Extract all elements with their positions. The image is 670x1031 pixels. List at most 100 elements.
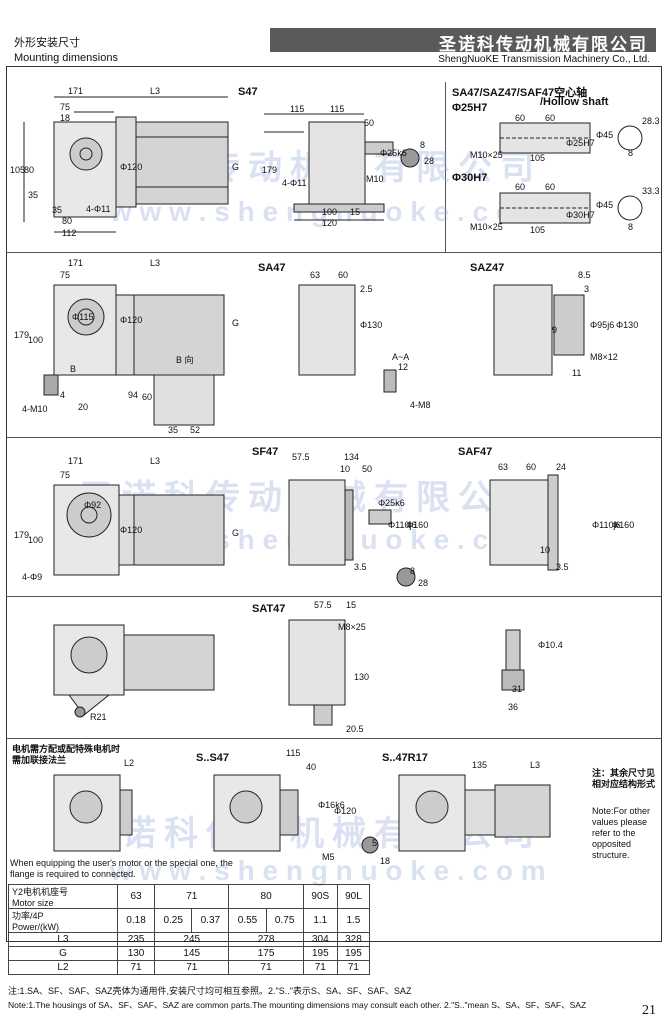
dim: 4: [60, 390, 66, 400]
dim: 10: [340, 464, 351, 474]
dim: A~A: [392, 352, 410, 362]
s-s47-title: S..S47: [196, 752, 230, 764]
dim: 75: [60, 102, 71, 112]
sf47-drawing: [53, 474, 559, 587]
dim: 60: [526, 462, 537, 472]
cell: 235: [116, 932, 156, 947]
cell: 1.1: [302, 908, 338, 933]
dim: 63: [310, 270, 321, 280]
s47-drawing: [23, 96, 420, 233]
sa47-title: SA47: [258, 262, 286, 274]
dim: 135: [472, 760, 488, 770]
dim: L3: [530, 760, 541, 770]
dim: 24: [556, 462, 567, 472]
dim: 75: [60, 270, 71, 280]
divider: [6, 437, 662, 438]
dim: 8: [420, 140, 426, 150]
dim: Φ30H7: [566, 210, 595, 220]
cell: 71: [302, 960, 338, 975]
label: 功率/4P: [12, 911, 44, 921]
label: Y2电机机座号: [12, 887, 69, 897]
dim: M8×25: [338, 622, 366, 632]
dim: 2.5: [360, 284, 373, 294]
side-note-en: Note:For other values please refer to th…: [592, 806, 651, 860]
dim: 35: [52, 205, 63, 215]
cell: 245: [154, 932, 230, 947]
cell: 0.75: [265, 908, 304, 933]
dim: 171: [68, 86, 84, 96]
dim: 3.5: [556, 562, 569, 572]
dim: Φ25k6: [378, 498, 405, 508]
dim: 179: [262, 165, 278, 175]
cell: 1.5: [336, 908, 371, 933]
hollow-drawing: [499, 122, 643, 224]
dim: 60: [545, 113, 556, 123]
sat47-drawing: [53, 619, 525, 726]
page-number: 21: [642, 1003, 656, 1018]
dim: 8: [410, 566, 416, 576]
dim: B 向: [176, 355, 194, 365]
sat47-title: SAT47: [252, 603, 286, 615]
dim: 8.5: [578, 270, 591, 280]
dim: 36: [508, 702, 519, 712]
dim: 4-Φ11: [86, 204, 111, 214]
dim: M10×25: [470, 222, 503, 232]
hollow-title: SA47/SAZ47/SAF47空心轴: [452, 87, 588, 99]
cell: 0.37: [191, 908, 230, 933]
dim: 28.3: [642, 116, 660, 126]
dim: G: [232, 162, 240, 172]
dim: Φ92: [84, 500, 102, 510]
cell: 90S: [302, 884, 338, 909]
dim: 120: [322, 218, 338, 228]
dim: 4-Φ9: [22, 572, 43, 582]
dim: R21: [90, 712, 107, 722]
dim: M8×12: [590, 352, 618, 362]
dim: 52: [190, 425, 201, 435]
row-label: G: [8, 946, 118, 961]
dim: 8: [628, 222, 634, 232]
section-title-en: Mounting dimensions: [14, 52, 118, 64]
dim: 33.3: [642, 186, 660, 196]
footnote-cn: 注:1.SA、SF、SAF、SAZ壳体为通用件,安装尺寸均可相互参照。2."S.…: [8, 986, 412, 996]
dim: 179: [14, 330, 30, 340]
hollow-d30: Φ30H7: [452, 172, 488, 184]
sa47-drawing: [43, 284, 585, 426]
dim: 31: [512, 684, 523, 694]
dim: Φ16k6: [318, 800, 345, 810]
dim: G: [232, 318, 240, 328]
dim: 8: [628, 148, 634, 158]
dim: 75: [60, 470, 71, 480]
dim: 80: [62, 216, 73, 226]
dim: 115: [286, 748, 301, 758]
company-name-en: ShengNuoKE Transmission Machinery Co., L…: [438, 54, 650, 65]
cell: 175: [228, 946, 304, 961]
dim: 57.5: [314, 600, 332, 610]
dim: Φ160: [406, 520, 429, 530]
dim: Φ110j6: [592, 520, 621, 530]
dim: 15: [350, 207, 361, 217]
sf47-title: SF47: [252, 446, 279, 458]
saf47-title: SAF47: [458, 446, 493, 458]
dim: 3.5: [354, 562, 367, 572]
dim: 20: [78, 402, 89, 412]
dim: 171: [68, 258, 84, 268]
side-note-cn: 注：其余尺寸见相对应结构形式: [592, 768, 656, 789]
cell: 71: [154, 960, 230, 975]
dim: 35: [168, 425, 179, 435]
dim: 4-Φ11: [282, 178, 307, 188]
hollow-d25: Φ25H7: [452, 102, 488, 114]
dim: L3: [150, 86, 161, 96]
dim: Φ120: [120, 315, 143, 325]
dim: M10: [366, 174, 384, 184]
special-drawing: [53, 774, 551, 854]
dim: 28: [418, 578, 429, 588]
cell: 278: [228, 932, 304, 947]
dim: Φ120: [120, 525, 143, 535]
dim: Φ130: [616, 320, 639, 330]
dim: 80: [24, 165, 35, 175]
dim: 100: [322, 207, 338, 217]
dim: 57.5: [292, 452, 310, 462]
table-row: G 130 145 175 195 195: [8, 946, 371, 961]
